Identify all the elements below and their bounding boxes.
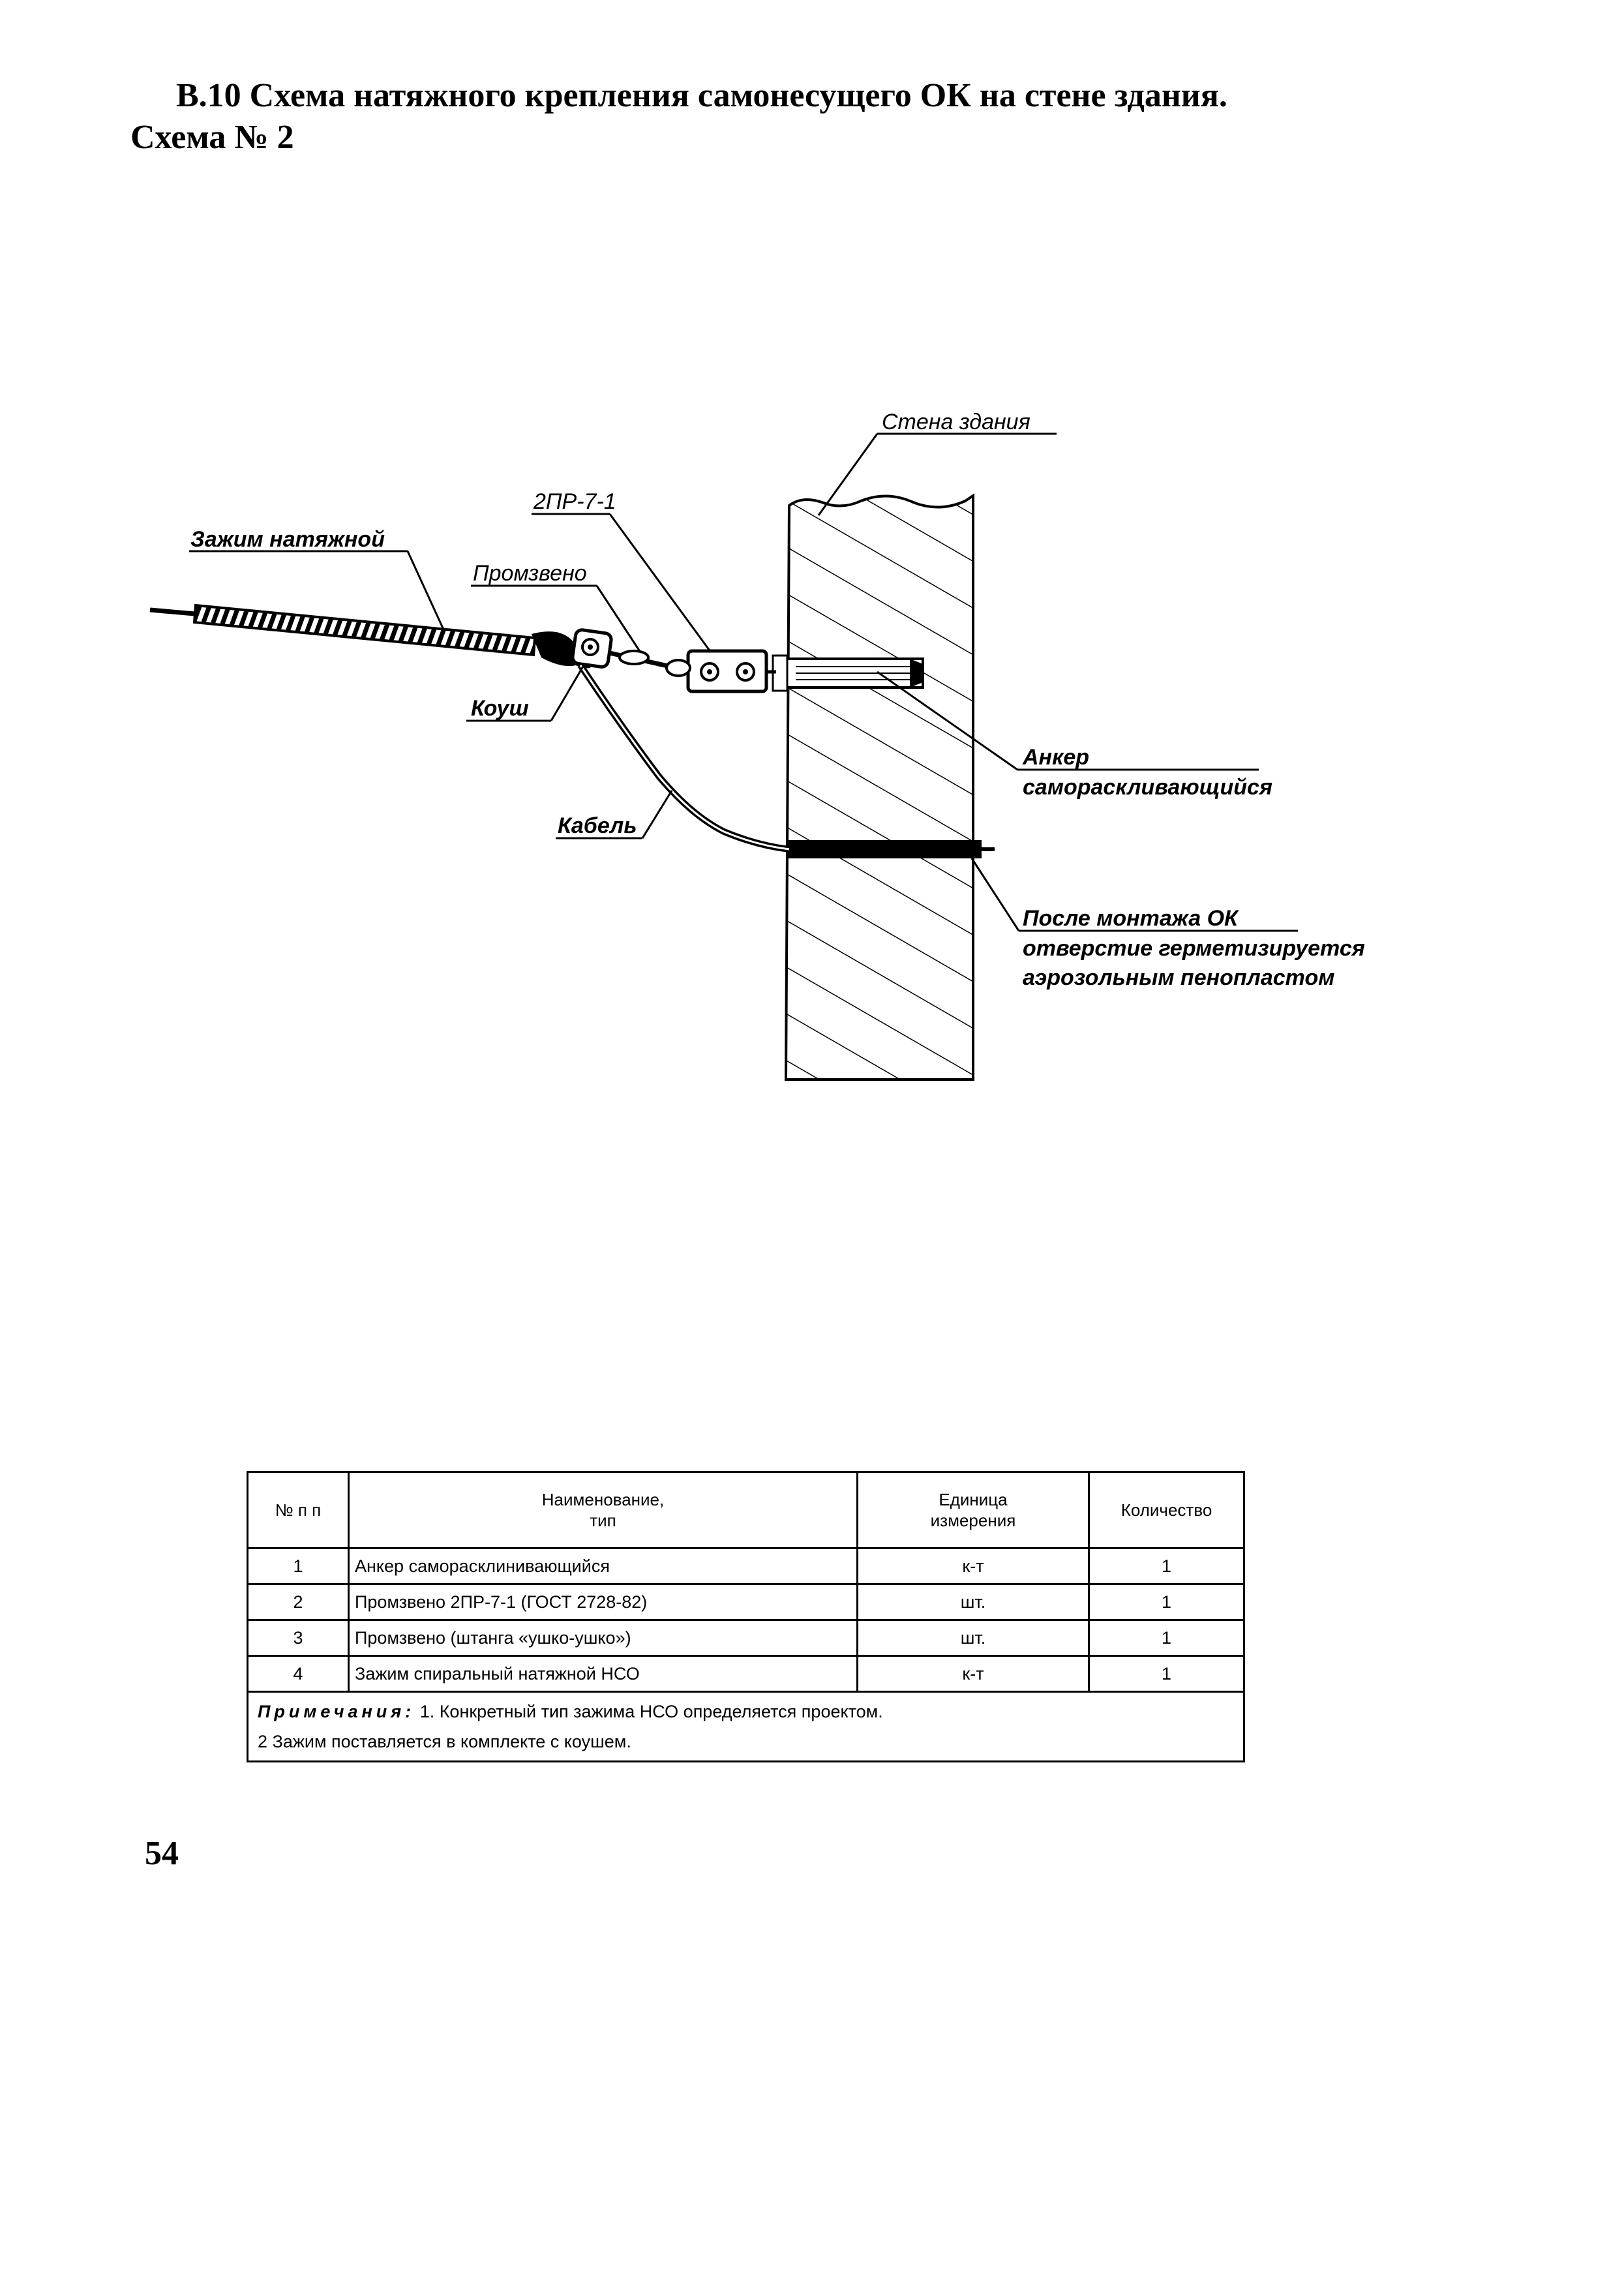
row-unit: к-т (856, 1655, 1090, 1693)
row-unit: к-т (856, 1547, 1090, 1585)
notes-cell: Примечания: 1. Конкретный тип зажима НСО… (247, 1691, 1245, 1762)
header-qty: Количество (1088, 1471, 1245, 1549)
tension-clamp (149, 603, 584, 667)
row-qty: 1 (1088, 1583, 1245, 1621)
label-anchor-2: самораскливающийся (1023, 775, 1272, 800)
label-link: Промзвено (473, 561, 587, 586)
row-num: 3 (247, 1619, 350, 1657)
label-seal-3: аэрозольным пенопластом (1023, 965, 1334, 990)
header-name: Наименование, тип (348, 1471, 858, 1549)
label-thimble: Коуш (471, 696, 529, 721)
row-qty: 1 (1088, 1547, 1245, 1585)
label-seal-1: После монтажа ОК (1023, 906, 1239, 931)
anchor (772, 654, 924, 692)
title-line-2: Схема № 2 (130, 119, 294, 156)
header-num: № п п (247, 1471, 350, 1549)
mounting-diagram: Стена здания 2ПР-7-1 Зажим натяжной Пром… (149, 410, 1365, 1081)
note-2: 2 Зажим поставляется в комплекте с коуше… (258, 1732, 631, 1751)
title-line-1: В.10 Схема натяжного крепления самонесущ… (176, 77, 1227, 114)
row-name: Промзвено 2ПР-7-1 (ГОСТ 2728-82) (348, 1583, 858, 1621)
row-name: Промзвено (штанга «ушко-ушко») (348, 1619, 858, 1657)
header-unit-line1: Единица (939, 1490, 1008, 1509)
header-unit-line2: измерения (930, 1511, 1016, 1530)
specification-table: № п п Наименование, тип Единица измерени… (247, 1471, 1245, 1762)
wall-outline (784, 493, 974, 1081)
sealed-hole (786, 840, 982, 858)
note-1: 1. Конкретный тип зажима НСО определяетс… (419, 1702, 883, 1721)
building-wall (784, 493, 974, 1081)
row-name: Зажим спиральный натяжной НСО (348, 1655, 858, 1693)
row-qty: 1 (1088, 1655, 1245, 1693)
table-notes-row: Примечания: 1. Конкретный тип зажима НСО… (247, 1691, 1245, 1762)
label-anchor-1: Анкер (1022, 745, 1089, 770)
leader-lines (189, 432, 1298, 932)
row-unit: шт. (856, 1619, 1090, 1657)
label-seal-2: отверстие герметизируется (1023, 936, 1365, 961)
header-name-line2: тип (590, 1511, 616, 1530)
table-row: 4 Зажим спиральный натяжной НСО к-т 1 (247, 1655, 1245, 1693)
row-unit: шт. (856, 1583, 1090, 1621)
table-row: 3 Промзвено (штанга «ушко-ушко») шт. 1 (247, 1619, 1245, 1657)
table-row: 1 Анкер саморасклинивающийся к-т 1 (247, 1547, 1245, 1585)
notes-label: Примечания: (258, 1702, 415, 1721)
table-header-row: № п п Наименование, тип Единица измерени… (247, 1471, 1245, 1549)
row-num: 1 (247, 1547, 350, 1585)
row-num: 2 (247, 1583, 350, 1621)
row-qty: 1 (1088, 1619, 1245, 1657)
label-tension-clamp: Зажим натяжной (190, 527, 385, 552)
row-num: 4 (247, 1655, 350, 1693)
row-name: Анкер саморасклинивающийся (348, 1547, 858, 1585)
thimble (566, 628, 613, 669)
page-number: 54 (145, 1835, 179, 1872)
header-name-line1: Наименование, (541, 1490, 665, 1509)
label-wall: Стена здания (882, 410, 1030, 434)
page-title: В.10 Схема натяжного крепления самонесущ… (130, 75, 1500, 159)
header-unit: Единица измерения (856, 1471, 1090, 1549)
label-cable: Кабель (558, 813, 637, 838)
link-rod (606, 650, 691, 677)
label-link-2pr: 2ПР-7-1 (533, 489, 616, 514)
table-row: 2 Промзвено 2ПР-7-1 (ГОСТ 2728-82) шт. 1 (247, 1583, 1245, 1621)
link-plate-2pr (686, 649, 776, 693)
